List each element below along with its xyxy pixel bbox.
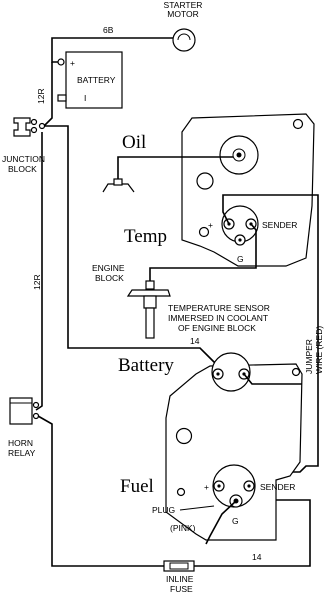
wire-12r-mid (35, 132, 43, 411)
wire-oil-sender (117, 156, 233, 182)
plug-leader (179, 505, 215, 511)
battery-label: BATTERY (77, 75, 116, 85)
fuel-gauge (212, 464, 256, 508)
temp-g-label: G (237, 254, 244, 264)
wire-6b (51, 37, 173, 63)
engine-block-label-1: ENGINE (92, 263, 125, 273)
wire-12r-top-label: 12R (36, 88, 46, 104)
fuel-sender-label: SENDER (260, 482, 295, 492)
fuel-label: Fuel (120, 476, 154, 497)
inline-fuse (163, 560, 195, 572)
wire-battery-gauge-ground (243, 373, 302, 385)
inline-fuse-label-2: FUSE (170, 584, 193, 594)
junction-block-label-1: JUNCTION (2, 154, 45, 164)
sensor-label-3: OF ENGINE BLOCK (178, 323, 256, 333)
jumper-label-1: JUMPER (304, 339, 314, 374)
starter-motor-label-2: MOTOR (167, 9, 198, 19)
battery-gauge-label: Battery (118, 355, 174, 376)
fuel-plus-label: + (204, 482, 209, 492)
wire-junction-to-battery-gauge (44, 125, 217, 365)
jumper-label-2: WIRE (RED) (314, 326, 324, 374)
junction-block-label-2: BLOCK (8, 164, 37, 174)
plug-label: PLUG (152, 505, 175, 515)
wire-14-mid-label: 14 (190, 336, 200, 346)
temp-sender-label: SENDER (262, 220, 297, 230)
temp-plus-label: + (208, 220, 213, 230)
wire-temp-sender (149, 223, 257, 282)
horn-relay (9, 397, 40, 425)
pink-label: (PINK) (170, 523, 196, 533)
battery (57, 51, 123, 109)
fuel-g-label: G (232, 516, 239, 526)
engine-block-label-2: BLOCK (95, 273, 124, 283)
battery-gauge (211, 352, 251, 392)
oil-label: Oil (122, 132, 146, 153)
sensor-label-1: TEMPERATURE SENSOR (168, 303, 270, 313)
temperature-sensor (126, 280, 171, 339)
sensor-label-2: IMMERSED IN COOLANT (168, 313, 268, 323)
oil-temp-gauge-housing (181, 113, 315, 267)
starter-motor (172, 28, 196, 52)
oil-sender (102, 178, 135, 193)
wire-pink (205, 500, 237, 545)
battery-plus-label: + (70, 58, 75, 68)
battery-minus-label: I (84, 93, 86, 103)
oil-gauge (219, 135, 259, 175)
horn-relay-label-1: HORN (8, 438, 33, 448)
starter-motor-label-1: STARTER (164, 0, 203, 10)
wire-6b-label: 6B (103, 25, 114, 35)
inline-fuse-label-1: INLINE (166, 574, 194, 584)
wire-12r-mid-label: 12R (32, 274, 42, 290)
temp-label: Temp (124, 226, 167, 247)
wire-horn-to-fuse (37, 415, 166, 567)
wire-12r-top (43, 62, 53, 127)
horn-relay-label-2: RELAY (8, 448, 36, 458)
junction-block (13, 117, 46, 137)
wire-14-bottom-label: 14 (252, 552, 262, 562)
